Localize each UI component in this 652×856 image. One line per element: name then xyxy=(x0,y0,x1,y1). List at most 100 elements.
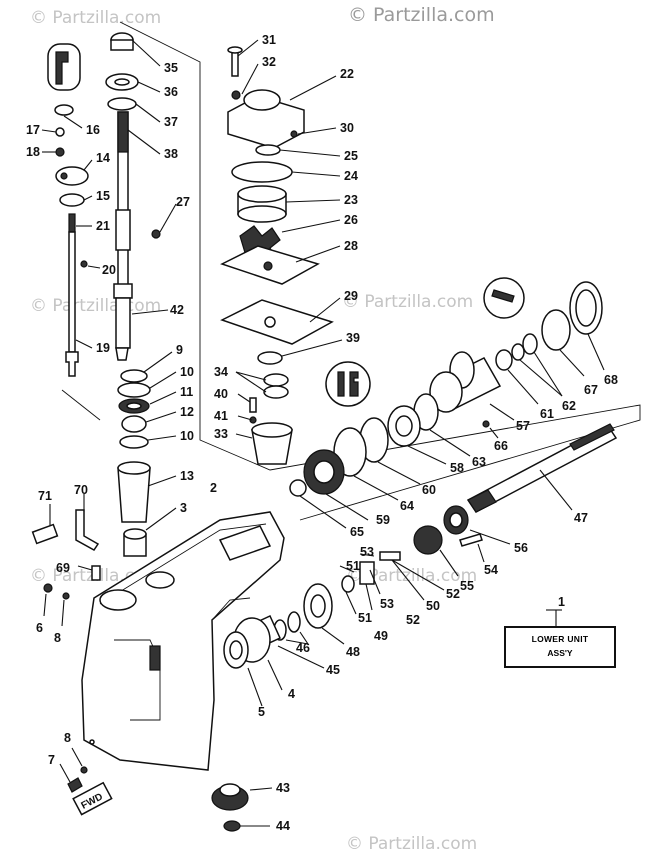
callout-7: 7 xyxy=(48,753,55,767)
oil-seal-34b xyxy=(263,385,289,399)
spring-21 xyxy=(68,213,76,233)
watermark: © Partzilla.com xyxy=(346,834,478,854)
watermark: © Partzilla.com xyxy=(30,8,162,28)
callout-15: 15 xyxy=(96,189,110,203)
water-pump-assembly xyxy=(220,46,334,345)
bearing-12 xyxy=(121,415,147,433)
pin-20 xyxy=(80,260,88,268)
shim-37 xyxy=(107,97,137,111)
callout-3: 3 xyxy=(180,501,187,515)
bolt-17 xyxy=(55,127,65,137)
callout-55: 55 xyxy=(460,579,474,593)
callout-5: 5 xyxy=(258,705,265,719)
shift-rod-19 xyxy=(68,231,76,353)
callout-29: 29 xyxy=(344,289,358,303)
callout-8b: 8 xyxy=(64,731,71,745)
callout-34: 34 xyxy=(214,365,228,379)
seal-direction-inset xyxy=(325,361,371,407)
callout-23: 23 xyxy=(344,193,358,207)
callout-30: 30 xyxy=(340,121,354,135)
bolt-69 xyxy=(91,565,101,581)
plug-7 xyxy=(67,777,83,793)
callout-45: 45 xyxy=(326,663,340,677)
o-ring-25 xyxy=(255,144,281,156)
callout-9: 9 xyxy=(176,343,183,357)
oil-seal-61 xyxy=(495,349,513,371)
group-outline xyxy=(61,389,101,421)
washer-32 xyxy=(231,90,241,100)
callout-2: 2 xyxy=(210,481,217,495)
grommet xyxy=(54,104,74,116)
callout-67: 67 xyxy=(584,383,598,397)
callout-54: 54 xyxy=(484,563,498,577)
callout-41: 41 xyxy=(214,409,228,423)
drive-shaft-assembly xyxy=(105,32,161,557)
callout-14: 14 xyxy=(96,151,110,165)
callout-37: 37 xyxy=(164,115,178,129)
callout-50: 50 xyxy=(426,599,440,613)
callout-24: 24 xyxy=(344,169,358,183)
callout-numbers: 1 2 3 4 5 6 7 8 8 9 10 10 11 12 13 14 15… xyxy=(26,33,618,833)
needle-bearing-46a xyxy=(287,611,301,633)
callout-38: 38 xyxy=(164,147,178,161)
misc-hardware xyxy=(31,509,101,793)
o-ring-62a xyxy=(522,333,538,355)
lower-casing-2 xyxy=(81,511,285,771)
bolt-71 xyxy=(31,523,59,545)
shift-rod-end xyxy=(65,351,79,377)
lower-casing-body xyxy=(81,511,285,771)
callout-13: 13 xyxy=(180,469,194,483)
group-outline xyxy=(119,21,641,521)
key-66 xyxy=(482,420,490,428)
legend-line-1: LOWER UNIT xyxy=(531,634,589,644)
callout-16: 16 xyxy=(86,123,100,137)
shim-10b xyxy=(119,435,149,449)
callout-33: 33 xyxy=(214,427,228,441)
callout-22: 22 xyxy=(340,67,354,81)
callout-49: 49 xyxy=(374,629,388,643)
oil-seal-housing-assembly xyxy=(249,351,371,465)
oil-seal-39 xyxy=(257,351,283,365)
drive-shaft-lower xyxy=(115,297,131,349)
callout-17: 17 xyxy=(26,123,40,137)
callout-20: 20 xyxy=(102,263,116,277)
callout-71: 71 xyxy=(38,489,52,503)
callout-57: 57 xyxy=(516,419,530,433)
bearing-65 xyxy=(289,479,307,497)
callout-58: 58 xyxy=(450,461,464,475)
callout-46: 46 xyxy=(296,641,310,655)
callout-62: 62 xyxy=(562,399,576,413)
claw-washer-67 xyxy=(541,309,571,351)
bolt-40 xyxy=(249,397,257,413)
callout-27: 27 xyxy=(176,195,190,209)
nut-44 xyxy=(223,820,241,832)
lower-unit-assy-label: LOWER UNIT ASS'Y xyxy=(504,626,616,668)
callout-64: 64 xyxy=(400,499,414,513)
shift-cam-icon xyxy=(55,51,69,85)
callout-44: 44 xyxy=(276,819,290,833)
shift-cam-inset xyxy=(47,43,81,91)
propeller-shaft-housing-assembly xyxy=(289,277,603,497)
callout-26: 26 xyxy=(344,213,358,227)
gasket-29 xyxy=(220,299,334,345)
plug-6 xyxy=(43,583,53,593)
spring-50 xyxy=(379,551,401,561)
gasket-8b xyxy=(80,766,88,774)
watermark: © Partzilla.com xyxy=(346,566,478,586)
o-ring-62b xyxy=(511,343,525,361)
leader-lines xyxy=(41,39,605,827)
cross-pin-55 xyxy=(413,525,443,555)
callout-19: 19 xyxy=(96,341,110,355)
cover-70 xyxy=(75,509,100,551)
callout-56: 56 xyxy=(514,541,528,555)
shift-rod-lever xyxy=(55,166,89,186)
callout-42: 42 xyxy=(170,303,184,317)
callout-8a: 8 xyxy=(54,631,61,645)
callout-6: 6 xyxy=(36,621,43,635)
callout-31: 31 xyxy=(262,33,276,47)
callout-51b: 51 xyxy=(358,611,372,625)
pin-30 xyxy=(290,130,298,138)
watermark: © Partzilla.com xyxy=(342,292,474,312)
callout-66: 66 xyxy=(494,439,508,453)
o-ring-15 xyxy=(59,193,85,207)
